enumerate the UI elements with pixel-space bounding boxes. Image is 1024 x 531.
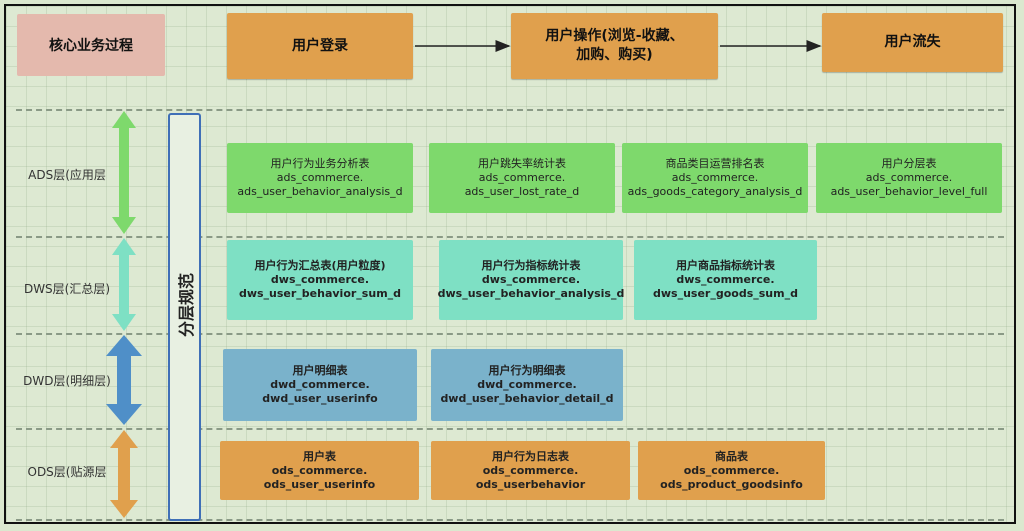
ods-double-arrow-icon	[110, 430, 138, 518]
table-schema: dwd_commerce.	[270, 378, 370, 391]
dwd-table-user-behavior-detail: 用户行为明细表 dwd_commerce. dwd_user_behavior_…	[431, 349, 623, 421]
table-cn-name: 用户行为指标统计表	[481, 259, 581, 272]
table-id: ods_userbehavior	[475, 477, 586, 491]
layer-separator	[16, 236, 1004, 238]
process-step-login: 用户登录	[227, 13, 413, 79]
table-cn-name: 用户行为业务分析表	[270, 157, 370, 170]
process-step-operate-line1: 用户操作(浏览-收藏、	[545, 28, 684, 44]
dwd-table-user-userinfo: 用户明细表 dwd_commerce. dwd_user_userinfo	[223, 349, 417, 421]
table-cn-name: 用户跳失率统计表	[478, 157, 566, 170]
layer-separator	[16, 109, 1004, 111]
table-cn-name: 用户表	[303, 449, 336, 463]
ods-table-user-userinfo: 用户表 ods_commerce. ods_user_userinfo	[220, 441, 419, 500]
process-step-churn-line1: 用户流失	[884, 34, 941, 50]
table-schema: ods_commerce.	[482, 463, 579, 477]
layer-separator	[16, 428, 1004, 430]
table-id: dws_user_behavior_analysis_d	[437, 287, 625, 300]
table-id: ods_product_goodsinfo	[660, 477, 803, 491]
table-schema: ads_commerce.	[865, 171, 953, 184]
table-cn-name: 用户明细表	[292, 364, 348, 377]
core-business-process-label: 核心业务过程	[17, 14, 165, 76]
table-id: dws_user_behavior_sum_d	[238, 287, 402, 300]
table-schema: ads_commerce.	[671, 171, 759, 184]
ods-table-product-goodsinfo: 商品表 ods_commerce. ods_product_goodsinfo	[638, 441, 825, 500]
table-id: dwd_user_behavior_detail_d	[440, 392, 614, 405]
layer-label-dwd: DWD层(明细层)	[23, 374, 111, 388]
process-step-operate: 用户操作(浏览-收藏、 加购、购买)	[511, 13, 718, 79]
dwd-double-arrow-icon	[106, 335, 142, 425]
layer-separator	[16, 519, 1004, 521]
table-id: ads_goods_category_analysis_d	[627, 185, 803, 198]
table-schema: dws_commerce.	[270, 273, 370, 286]
dws-table-user-behavior-analysis: 用户行为指标统计表 dws_commerce. dws_user_behavio…	[437, 240, 625, 320]
ods-table-userbehavior: 用户行为日志表 ods_commerce. ods_userbehavior	[431, 441, 630, 500]
table-id: ads_user_behavior_analysis_d	[237, 185, 403, 198]
process-step-operate-line2: 加购、购买)	[576, 47, 653, 63]
table-id: dws_user_goods_sum_d	[653, 287, 798, 300]
layer-label-ads: ADS层(应用层	[28, 168, 106, 182]
table-id: ads_user_behavior_level_full	[830, 185, 988, 198]
table-cn-name: 商品表	[715, 449, 748, 463]
table-cn-name: 用户商品指标统计表	[676, 259, 775, 272]
table-schema: ads_commerce.	[478, 171, 566, 184]
table-cn-name: 用户行为日志表	[492, 449, 569, 463]
table-schema: dws_commerce.	[481, 273, 581, 286]
dws-double-arrow-icon	[112, 238, 136, 331]
dws-table-user-behavior-sum: 用户行为汇总表(用户粒度) dws_commerce. dws_user_beh…	[227, 240, 413, 320]
table-schema: dws_commerce.	[676, 273, 775, 286]
table-cn-name: 用户行为汇总表(用户粒度)	[254, 259, 386, 272]
ads-table-user-behavior-analysis: 用户行为业务分析表 ads_commerce. ads_user_behavio…	[227, 143, 413, 213]
ads-table-user-lost-rate: 用户跳失率统计表 ads_commerce. ads_user_lost_rat…	[429, 143, 615, 213]
layer-separator	[16, 333, 1004, 335]
table-schema: dwd_commerce.	[477, 378, 577, 391]
process-step-login-line1: 用户登录	[292, 37, 348, 54]
table-cn-name: 用户分层表	[881, 157, 937, 170]
dws-table-user-goods-sum: 用户商品指标统计表 dws_commerce. dws_user_goods_s…	[634, 240, 817, 320]
table-schema: ods_commerce.	[271, 463, 368, 477]
table-cn-name: 用户行为明细表	[488, 364, 566, 377]
table-id: dwd_user_userinfo	[262, 392, 378, 405]
table-id: ads_user_lost_rate_d	[464, 185, 580, 198]
ads-table-user-behavior-level: 用户分层表 ads_commerce. ads_user_behavior_le…	[816, 143, 1002, 213]
layer-label-ods: ODS层(贴源层	[27, 465, 107, 479]
table-cn-name: 商品类目运营排名表	[665, 157, 765, 170]
table-id: ods_user_userinfo	[263, 477, 376, 491]
ads-table-goods-category-analysis: 商品类目运营排名表 ads_commerce. ads_goods_catego…	[622, 143, 808, 213]
table-schema: ads_commerce.	[276, 171, 364, 184]
table-schema: ods_commerce.	[683, 463, 780, 477]
layer-spec-box: 分层规范	[168, 113, 201, 521]
layer-label-dws: DWS层(汇总层)	[23, 282, 111, 296]
process-step-churn: 用户流失	[822, 13, 1003, 72]
ads-double-arrow-icon	[112, 111, 136, 234]
